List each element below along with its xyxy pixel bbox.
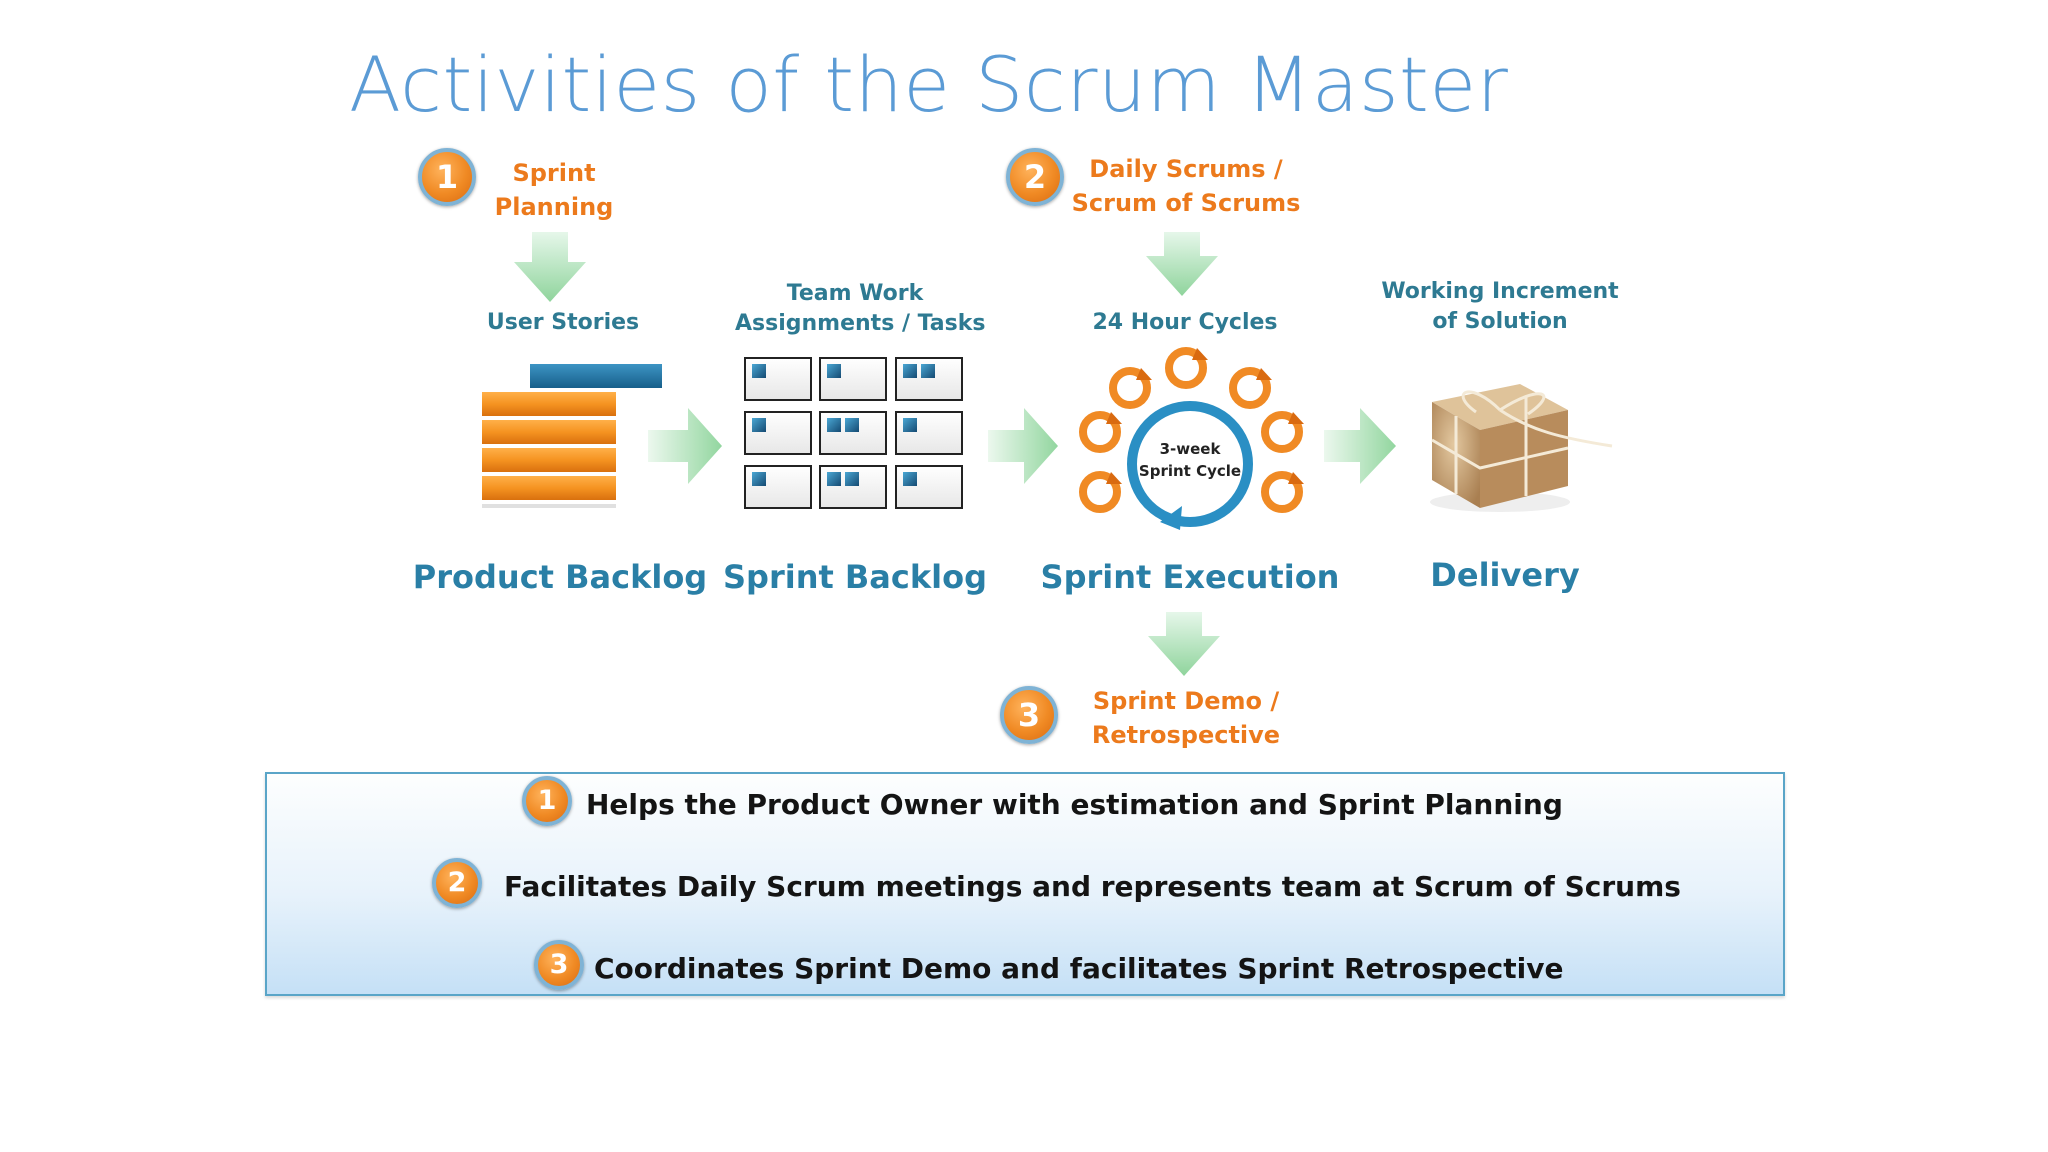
- gift-box-icon: [1430, 384, 1613, 512]
- activity-2-number: 2: [447, 867, 467, 898]
- product-backlog-icon: [482, 364, 662, 508]
- stage-product-backlog: Product Backlog: [412, 558, 708, 596]
- caption-working-increment: Working Increment of Solution: [1380, 277, 1620, 337]
- caption-team-work-line1: Team Work: [786, 281, 924, 306]
- step-1-number: 1: [435, 158, 459, 196]
- stage-sprint-execution: Sprint Execution: [1040, 558, 1340, 596]
- step-3-number: 3: [1017, 696, 1041, 734]
- arrow-right-1: [648, 408, 722, 484]
- step-3-label-line2: Retrospective: [1091, 721, 1281, 749]
- step-1-label: Sprint Planning: [474, 156, 634, 224]
- step-2-label-line1: Daily Scrums /: [1089, 155, 1283, 183]
- caption-team-work: Team Work Assignments / Tasks: [735, 279, 986, 339]
- activity-1-badge: 1: [522, 776, 572, 826]
- arrow-right-3: [1324, 408, 1396, 484]
- arrow-right-2: [988, 408, 1058, 484]
- arrow-down-planning: [514, 232, 586, 302]
- activity-2-text: Facilitates Daily Scrum meetings and rep…: [504, 870, 1681, 903]
- step-2-badge: 2: [1006, 148, 1064, 206]
- step-1-label-line2: Planning: [494, 193, 614, 221]
- caption-working-increment-line2: of Solution: [1432, 309, 1568, 334]
- step-1-label-line1: Sprint: [512, 159, 596, 187]
- step-1-badge: 1: [418, 148, 476, 206]
- activity-3-number: 3: [549, 949, 569, 980]
- step-3-label-line1: Sprint Demo /: [1092, 687, 1280, 715]
- stage-sprint-backlog: Sprint Backlog: [722, 558, 987, 596]
- sprint-backlog-task-grid: [744, 357, 963, 509]
- step-2-label: Daily Scrums / Scrum of Scrums: [1066, 152, 1306, 220]
- slide-title: Activities of the Scrum Master: [349, 40, 1509, 129]
- caption-team-work-line2: Assignments / Tasks: [735, 311, 986, 336]
- activity-3-text: Coordinates Sprint Demo and facilitates …: [594, 952, 1564, 985]
- caption-24-hour-cycles: 24 Hour Cycles: [1092, 310, 1278, 335]
- step-3-label: Sprint Demo / Retrospective: [1066, 684, 1306, 752]
- activity-2-badge: 2: [432, 858, 482, 908]
- arrow-down-daily-scrum: [1146, 232, 1218, 296]
- activity-1-number: 1: [537, 785, 557, 816]
- sprint-cycle-icon: [1079, 347, 1304, 530]
- stage-delivery: Delivery: [1430, 556, 1580, 594]
- cycle-label-line1: 3-week: [1160, 440, 1222, 458]
- activity-1-text: Helps the Product Owner with estimation …: [586, 788, 1563, 821]
- activity-3-badge: 3: [534, 940, 584, 990]
- cycle-label-line2: Sprint Cycle: [1139, 462, 1241, 480]
- step-2-number: 2: [1023, 158, 1047, 196]
- step-3-badge: 3: [1000, 686, 1058, 744]
- caption-working-increment-line1: Working Increment: [1381, 279, 1619, 304]
- caption-user-stories: User Stories: [486, 310, 640, 335]
- arrow-down-demo: [1148, 612, 1220, 676]
- step-2-label-line2: Scrum of Scrums: [1071, 189, 1301, 217]
- activities-box: [265, 772, 1785, 996]
